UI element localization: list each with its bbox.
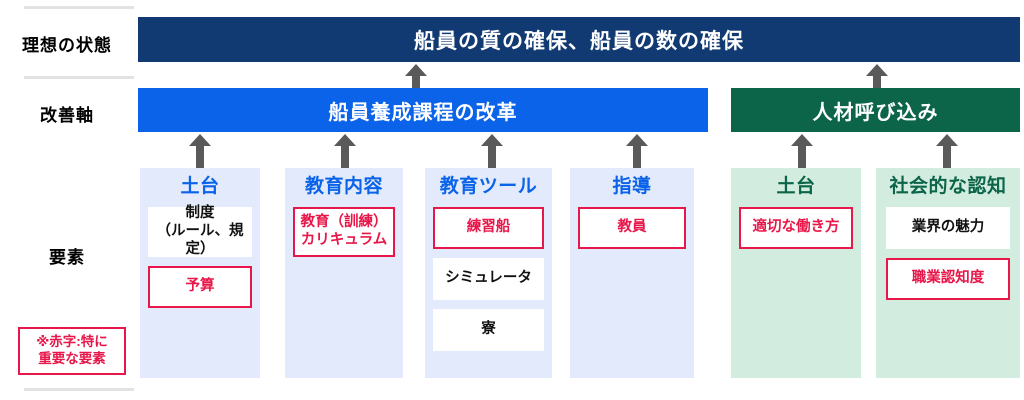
- arrow-shaft: [341, 143, 349, 168]
- element-chip[interactable]: 練習船: [433, 206, 544, 249]
- element-chip[interactable]: 制度 （ルール、規定）: [148, 205, 252, 257]
- column-foundation-blue: 土台 制度 （ルール、規定） 予算: [140, 168, 260, 378]
- element-chip[interactable]: 寮: [433, 308, 544, 351]
- arrow-shaft: [488, 143, 496, 168]
- column-title: 土台: [776, 176, 816, 197]
- column-social-recognition: 社会的な認知 業界の魅力 職業認知度: [876, 168, 1020, 378]
- rail-divider-middle: [24, 76, 134, 79]
- rail-divider-top: [24, 6, 134, 9]
- arrow-education-tools-to-axis: [481, 134, 503, 168]
- column-title: 指導: [612, 176, 652, 197]
- legend-red-text-note: ※赤字:特に 重要な要素: [18, 327, 126, 375]
- arrow-head-icon: [189, 134, 211, 146]
- arrow-head-icon: [936, 134, 958, 146]
- row-label-ideal-state: 理想の状態: [22, 36, 112, 55]
- row-label-elements: 要素: [49, 248, 85, 267]
- arrow-shaft: [412, 73, 420, 88]
- column-education-content: 教育内容 教育（訓練） カリキュラム: [285, 168, 403, 378]
- arrow-shaft: [633, 143, 641, 168]
- arrow-head-icon: [405, 64, 427, 76]
- arrow-shaft: [196, 143, 204, 168]
- axis-banner-talent-attraction: 人材呼び込み: [731, 88, 1020, 132]
- column-title: 土台: [180, 176, 220, 197]
- element-chip[interactable]: 予算: [148, 265, 252, 308]
- axis-banner-education-reform: 船員養成課程の改革: [138, 88, 708, 132]
- column-instruction: 指導 教員: [570, 168, 694, 378]
- arrow-head-icon: [481, 134, 503, 146]
- rail-divider-bottom: [24, 388, 134, 391]
- element-chip[interactable]: 適切な働き方: [739, 206, 853, 249]
- ideal-state-banner: 船員の質の確保、船員の数の確保: [138, 17, 1020, 62]
- arrow-social-recognition-to-axis: [936, 134, 958, 168]
- arrow-head-icon: [791, 134, 813, 146]
- arrow-head-icon: [866, 64, 888, 76]
- arrow-talent-attraction-to-ideal: [866, 64, 888, 88]
- element-chip[interactable]: 教員: [578, 206, 686, 249]
- element-chip[interactable]: シミュレータ: [433, 257, 544, 300]
- column-foundation-green: 土台 適切な働き方: [731, 168, 861, 378]
- column-title: 教育ツール: [439, 176, 538, 197]
- arrow-shaft: [798, 143, 806, 168]
- element-chip[interactable]: 業界の魅力: [886, 206, 1010, 249]
- arrow-education-reform-to-ideal: [405, 64, 427, 88]
- arrow-shaft: [943, 143, 951, 168]
- arrow-foundation-blue-to-axis: [189, 134, 211, 168]
- row-label-improvement-axis: 改善軸: [40, 106, 94, 125]
- column-education-tools: 教育ツール 練習船 シミュレータ 寮: [425, 168, 552, 378]
- arrow-head-icon: [626, 134, 648, 146]
- arrow-shaft: [873, 73, 881, 88]
- element-chip[interactable]: 職業認知度: [886, 257, 1010, 300]
- arrow-foundation-green-to-axis: [791, 134, 813, 168]
- arrow-education-content-to-axis: [334, 134, 356, 168]
- column-title: 教育内容: [304, 176, 383, 197]
- element-chip[interactable]: 教育（訓練） カリキュラム: [293, 206, 395, 257]
- column-title: 社会的な認知: [889, 176, 1007, 197]
- arrow-instruction-to-axis: [626, 134, 648, 168]
- arrow-head-icon: [334, 134, 356, 146]
